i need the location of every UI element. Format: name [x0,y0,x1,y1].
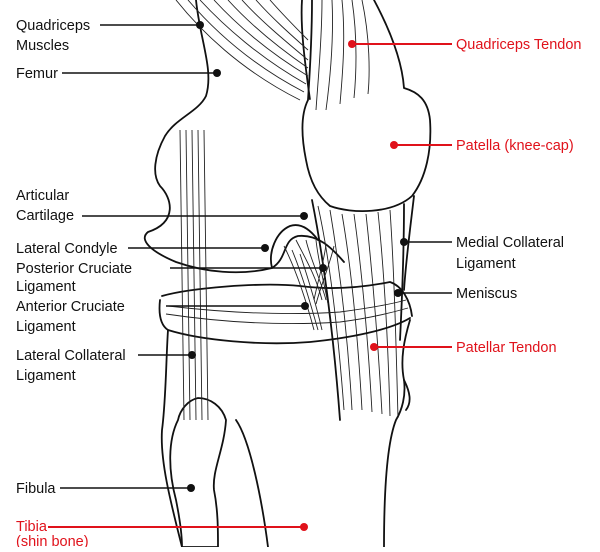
leaders-red [48,40,452,531]
fibula-outline [169,397,227,548]
label-posterior-cruciate-1: Posterior Cruciate [16,261,132,277]
tibia-right-outline [383,319,411,548]
label-femur: Femur [16,66,58,82]
leaders-black [60,21,452,492]
label-meniscus: Meniscus [456,286,517,302]
dot-quadriceps-muscles [196,21,204,29]
dot-femur [213,69,221,77]
label-anterior-cruciate-2: Ligament [16,319,76,335]
tibia-inner [235,419,269,548]
patellar-tendon-right [399,203,405,341]
label-patella: Patella (knee-cap) [456,138,574,154]
quad-tendon-left [307,0,313,101]
labels-right: Quadriceps Tendon Patella (knee-cap) Med… [456,37,582,356]
labels-left: Quadriceps Muscles Femur Articular Carti… [16,18,132,550]
anatomy-drawing [143,0,432,548]
dot-anterior-cruciate [301,302,309,310]
label-anterior-cruciate-1: Anterior Cruciate [16,299,125,315]
quadriceps-fibres [175,0,309,101]
meniscus-outline [161,281,413,317]
tibia-outline [160,329,183,548]
label-quadriceps-tendon: Quadriceps Tendon [456,37,582,53]
label-lateral-collateral-2: Ligament [16,368,76,384]
label-lateral-collateral-1: Lateral Collateral [16,348,126,364]
tibia-plateau [158,299,411,345]
label-articular-cartilage-2: Cartilage [16,208,74,224]
dot-medial-collateral [400,238,408,246]
dot-articular-cartilage [300,212,308,220]
dot-tibia [300,523,308,531]
meniscus-fibres [165,299,409,325]
dot-meniscus [394,289,402,297]
dot-posterior-cruciate [319,264,327,272]
label-medial-collateral-1: Medial Collateral [456,235,564,251]
lateral-collateral-fibres [179,129,209,421]
dot-lateral-collateral [188,351,196,359]
label-fibula: Fibula [16,481,56,497]
label-lateral-condyle: Lateral Condyle [16,241,118,257]
label-tibia-2: (shin bone) [16,534,89,547]
patella-outline [301,87,432,213]
label-articular-cartilage-1: Articular [16,188,69,204]
dot-quadriceps-tendon [348,40,356,48]
medial-collateral-outline [403,195,415,291]
femur-outline [143,0,345,274]
label-tibia-1: Tibia [16,519,48,535]
label-patellar-tendon: Patellar Tendon [456,340,557,356]
quad-tendon-fibres [315,0,370,111]
patellar-tendon-fibres [317,205,399,419]
tibia-notch [403,379,411,411]
femur-intercondylar [270,224,319,269]
patellar-tendon-left [311,199,341,421]
dot-fibula [187,484,195,492]
dot-lateral-condyle [261,244,269,252]
dot-patella [390,141,398,149]
label-medial-collateral-2: Ligament [456,256,516,272]
label-quadriceps-muscles-2: Muscles [16,38,69,54]
label-quadriceps-muscles-1: Quadriceps [16,18,90,34]
dot-patellar-tendon [370,343,378,351]
label-posterior-cruciate-2: Ligament [16,279,76,295]
